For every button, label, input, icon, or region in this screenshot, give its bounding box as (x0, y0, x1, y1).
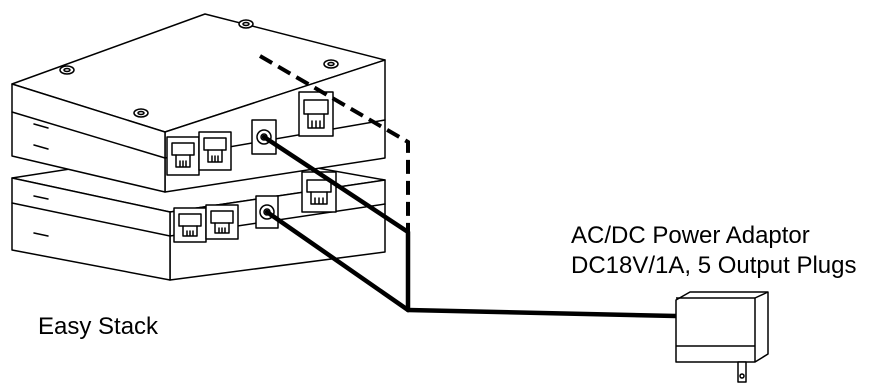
optional-unit-dashed-outline (258, 54, 410, 232)
upper-network-port-1 (166, 136, 200, 176)
upper-stack-unit (11, 13, 386, 193)
upper-network-port-2 (198, 131, 232, 171)
power-cable-main (405, 307, 679, 319)
lower-stack-unit (11, 147, 386, 281)
top-mounting-holes (59, 19, 339, 118)
adaptor-title-label: AC/DC Power Adaptor (571, 222, 810, 249)
device-label: Easy Stack (38, 313, 159, 340)
power-cable-upper (261, 134, 411, 313)
ac-dc-power-adaptor (675, 291, 769, 383)
lower-network-port-1 (173, 207, 207, 243)
power-cable-lower (264, 209, 411, 313)
lower-network-port-2 (205, 204, 239, 240)
upper-right-network-port (298, 91, 334, 137)
lower-right-network-port (301, 171, 337, 213)
adaptor-plug-prong (737, 361, 747, 383)
adaptor-spec-label: DC18V/1A, 5 Output Plugs (571, 252, 857, 279)
